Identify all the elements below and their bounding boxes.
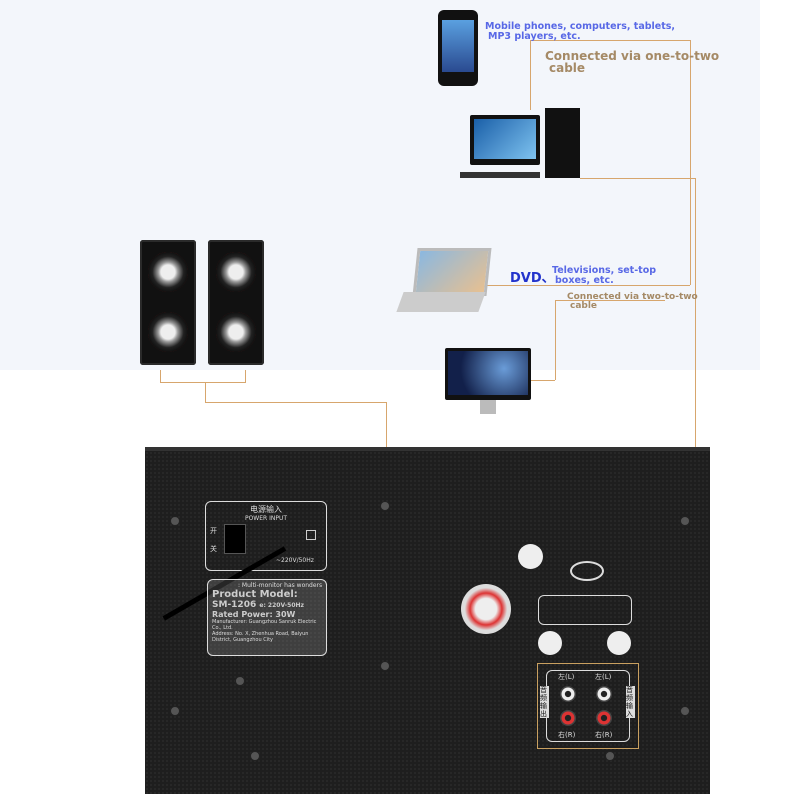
audio-io-area: 左(L) 左(L) 右(R) 右(R) 音频输出 音频输入: [537, 663, 639, 749]
dvd-label: DVD、: [510, 271, 555, 286]
mobile-devices-label: Mobile phones, computers, tablets,MP3 pl…: [485, 21, 676, 42]
audio-input-label: 音频输入: [626, 686, 635, 718]
output-left-jack[interactable]: [560, 686, 576, 702]
connector-line: [580, 178, 695, 179]
ccc-mark: [570, 561, 604, 581]
connector-line: [205, 382, 206, 402]
connector-line: [530, 40, 690, 41]
connector-line: [690, 40, 691, 285]
connector-line: [160, 382, 246, 383]
connector-line: [555, 300, 665, 301]
connector-line: [555, 300, 556, 380]
subwoofer-back-panel: 电源输入 POWER INPUT 开 关 ~220V/50Hz : Multi-…: [145, 447, 710, 794]
volume-knob[interactable]: [461, 584, 511, 634]
input-left-jack[interactable]: [596, 686, 612, 702]
portable-dvd-base: [396, 292, 486, 312]
input-right-jack[interactable]: [596, 710, 612, 726]
output-right-jack[interactable]: [560, 710, 576, 726]
left-speaker-image: [140, 240, 196, 365]
power-input-panel: 电源输入 POWER INPUT 开 关 ~220V/50Hz: [205, 501, 327, 571]
portable-dvd-image: [412, 248, 492, 296]
power-socket: [306, 530, 316, 540]
computer-monitor-image: [470, 115, 540, 165]
heat-warning-icon: [538, 631, 562, 655]
audio-output-label: 音频输出: [540, 686, 549, 718]
tv-stand: [480, 400, 496, 414]
connector-line: [485, 285, 690, 286]
connector-line: [530, 40, 531, 110]
warning-label: [538, 595, 632, 625]
connector-line: [695, 178, 696, 698]
connector-line: [160, 370, 161, 382]
connector-line: [245, 370, 246, 382]
fuse-cap: [518, 544, 543, 569]
right-speaker-image: [208, 240, 264, 365]
indoor-use-icon: [607, 631, 631, 655]
connector-line: [530, 380, 555, 381]
keyboard-image: [460, 172, 540, 178]
product-label: : Multi-monitor has wonders Product Mode…: [207, 579, 327, 656]
tv-monitor-image: [445, 348, 531, 400]
background-top: [0, 0, 760, 370]
mobile-phone-image: [438, 10, 478, 86]
power-switch[interactable]: [224, 524, 246, 554]
connector-line: [205, 402, 386, 403]
computer-tower-image: [545, 108, 580, 178]
